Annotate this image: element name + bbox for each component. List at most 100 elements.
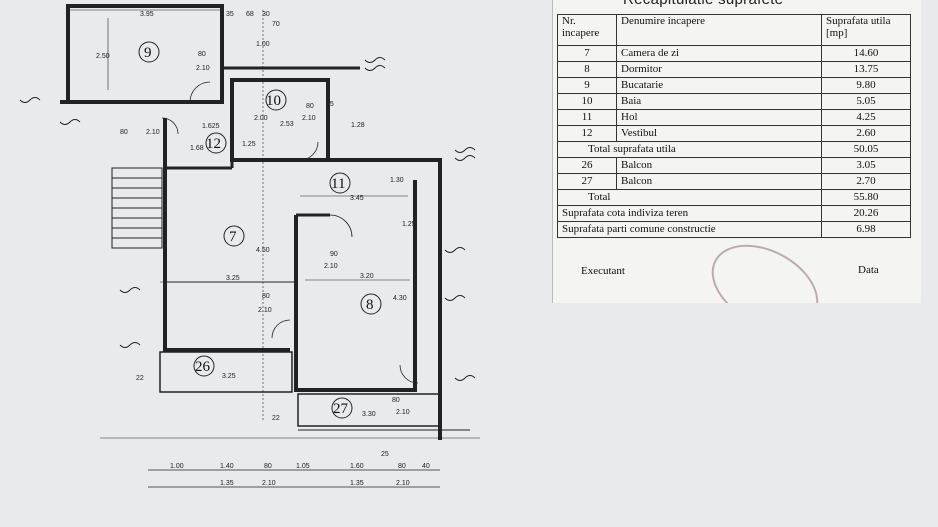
common-label: Suprafata parti comune constructie [557,221,822,238]
room-11-label: 11 [331,176,345,192]
cell-name: Balcon [616,173,822,190]
dimension-labels: 3.95 35 68 30 70 1.00 2.50 80 2.10 2.00 … [96,11,416,458]
table-row: 7 Camera de zi 14.60 [557,45,911,62]
cell-name: Hol [616,109,822,126]
cell-area: 13.75 [821,61,911,78]
total-row: Total 55.80 [557,189,911,206]
dim-text: 3.30 [362,411,376,418]
dim-text: 2.10 [324,263,338,270]
dim-text: 80 [120,129,128,136]
land-row: Suprafata cota indiviza teren 20.26 [557,205,911,222]
dim-text: 22 [136,375,144,382]
dim-text: 1.28 [351,122,365,129]
table-row: 11 Hol 4.25 [557,109,911,126]
cell-name: Vestibul [616,125,822,142]
dim-text: 2.10 [396,409,410,416]
recap-header-row: Nr. incapere Denumire incapere Suprafata… [557,14,911,46]
room-27-label: 27 [333,401,349,417]
table-row: 9 Bucatarie 9.80 [557,77,911,94]
dim-text: 68 [246,11,254,18]
date-label: Data [858,264,879,276]
dim-text: 25 [326,101,334,108]
dim-text: 3.25 [226,275,240,282]
cell-nr: 8 [557,61,617,78]
dim-text: 80 [306,103,314,110]
header-name: Denumire incapere [616,14,822,46]
dim-text: 1.60 [350,463,364,470]
surface-recap-panel: Recapitulatie suprafete Nr. incapere Den… [552,0,921,303]
cell-nr: 10 [557,93,617,110]
common-row: Suprafata parti comune constructie 6.98 [557,221,911,238]
dim-text: 4.30 [393,295,407,302]
total-useful-value: 50.05 [821,141,911,158]
dim-text: 2.10 [302,115,316,122]
room-8-label: 8 [366,297,374,313]
dim-text: 80 [198,51,206,58]
dim-text: 35 [226,11,234,18]
dim-text: 80 [398,463,406,470]
room-9-label: 9 [144,45,152,61]
cell-name: Camera de zi [616,45,822,62]
cell-area: 5.05 [821,93,911,110]
total-value: 55.80 [821,189,911,206]
dim-text: 2.10 [146,129,160,136]
room-labels: 9 10 12 11 7 8 26 27 [138,41,382,419]
cell-area: 14.60 [821,45,911,62]
room-10-label: 10 [266,93,281,109]
dim-text: 1.00 [170,463,184,470]
cell-nr: 26 [557,157,617,174]
recap-table: Nr. incapere Denumire incapere Suprafata… [557,14,911,238]
dim-text: 1.40 [220,463,234,470]
table-row: 8 Dormitor 13.75 [557,61,911,78]
dim-text: 2.10 [262,480,276,487]
cell-nr: 12 [557,125,617,142]
header-area: Suprafata utila [mp] [821,14,911,46]
dim-text: 2.10 [196,65,210,72]
total-useful-row: Total suprafata utila 50.05 [557,141,911,158]
table-row: 26 Balcon 3.05 [557,157,911,174]
dim-text: 25 [381,451,389,458]
cell-nr: 11 [557,109,617,126]
land-value: 20.26 [821,205,911,222]
dim-text: 3.95 [140,11,154,18]
dim-text: 1.00 [256,41,270,48]
room-12-label: 12 [206,136,221,152]
dim-text: 22 [272,415,280,422]
dim-text: 4.50 [256,247,270,254]
cell-area: 4.25 [821,109,911,126]
dim-text: 40 [422,463,430,470]
stairs [111,167,163,249]
dim-text: 2.00 [254,115,268,122]
cell-name: Baia [616,93,822,110]
dim-text: 1.625 [202,123,220,130]
total-label: Total [557,189,822,206]
executant-label: Executant [581,265,625,277]
cell-area: 9.80 [821,77,911,94]
stamp-seal [697,227,833,303]
dim-text: 2.50 [96,53,110,60]
cell-name: Bucatarie [616,77,822,94]
recap-title: Recapitulatie suprafete [623,0,783,8]
cell-nr: 27 [557,173,617,190]
dim-text: 3.25 [222,373,236,380]
cell-nr: 7 [557,45,617,62]
dim-text: 3.45 [350,195,364,202]
header-nr: Nr. incapere [557,14,617,46]
dim-text: 1.35 [220,480,234,487]
cell-area: 3.05 [821,157,911,174]
dim-text: 2.10 [258,307,272,314]
dim-text: 1.35 [350,480,364,487]
table-row: 27 Balcon 2.70 [557,173,911,190]
cell-nr: 9 [557,77,617,94]
cell-name: Balcon [616,157,822,174]
common-value: 6.98 [821,221,911,238]
room-26-label: 26 [195,359,211,375]
dim-text: 80 [264,463,272,470]
dim-text: 30 [262,11,270,18]
dim-text: 1.30 [390,177,404,184]
dim-text: 1.68 [190,145,204,152]
cell-area: 2.60 [821,125,911,142]
total-useful-label: Total suprafata utila [557,141,822,158]
cell-name: Dormitor [616,61,822,78]
